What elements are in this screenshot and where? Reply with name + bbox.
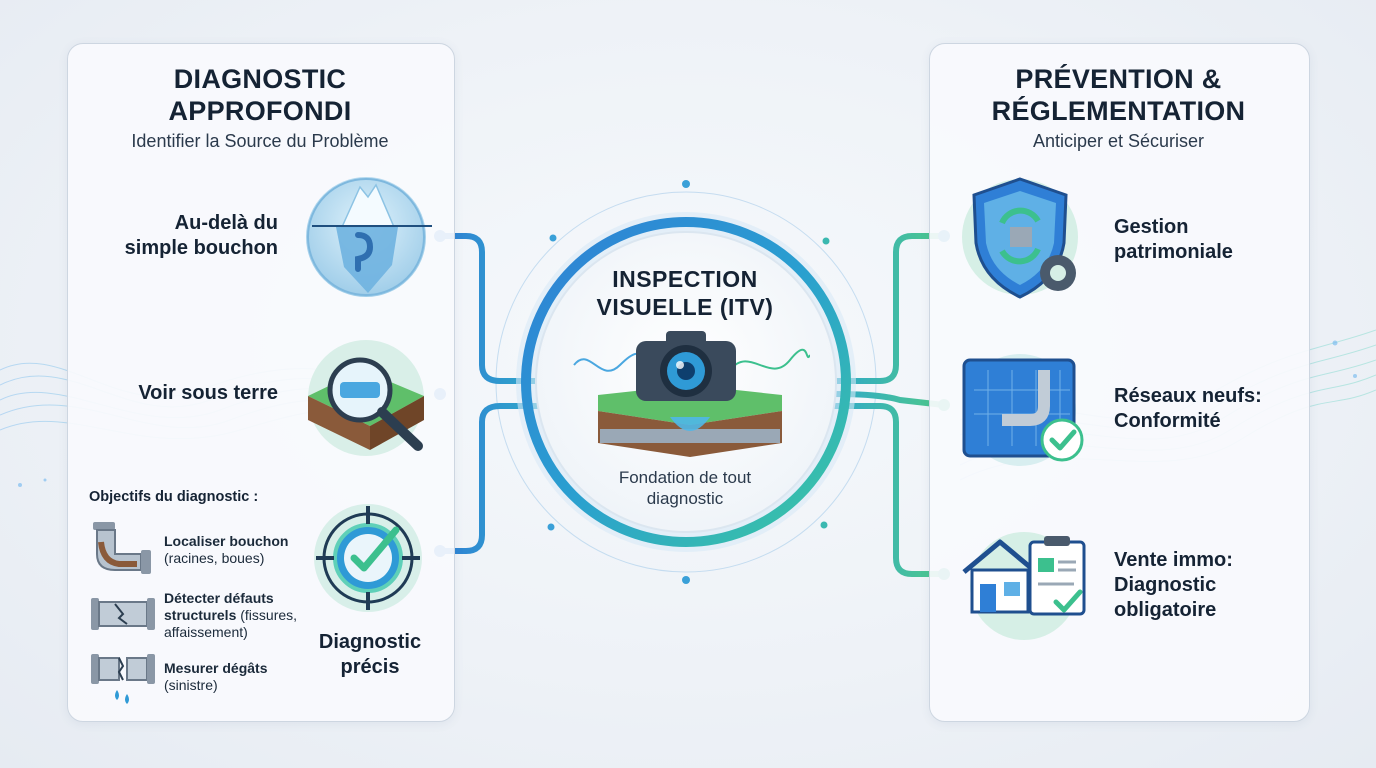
left-item-1-line1: Au-delà du	[174, 212, 278, 234]
blueprint-check-icon	[962, 354, 1084, 466]
right-item-1-line2: patrimoniale	[1114, 241, 1233, 263]
right-panel-title: PRÉVENTION & RÉGLEMENTATION	[929, 63, 1308, 127]
objective-2-rest: (fissures, affaissement)	[164, 607, 298, 640]
leaking-pipe-icon	[91, 654, 155, 704]
center-title-line1: INSPECTION	[612, 266, 758, 292]
right-item-2-line1: Réseaux neufs:	[1114, 385, 1262, 407]
right-item-3-line1: Vente immo:	[1114, 549, 1233, 571]
right-item-3-line3: obligatoire	[1114, 599, 1217, 621]
shield-gear-icon	[962, 177, 1078, 299]
left-title-line1: DIAGNOSTIC	[173, 64, 347, 94]
left-item-1-line2: simple bouchon	[124, 237, 278, 259]
cracked-pipe-icon	[91, 598, 155, 630]
left-panel-subtitle: Identifier la Source du Problème	[131, 131, 389, 151]
right-title-line1: PRÉVENTION &	[1015, 64, 1222, 94]
clogged-pipe-icon	[93, 522, 151, 574]
left-item-label-1: Au-delà du simple bouchon	[105, 211, 278, 261]
objective-1: Localiser bouchon (racines, boues)	[164, 533, 314, 567]
left-item-3-line1: Diagnostic	[318, 631, 422, 653]
center-subtitle-line1: Fondation de tout	[618, 468, 752, 487]
right-item-label-3: Vente immo: Diagnostic obligatoire	[1114, 548, 1284, 623]
right-item-label-1: Gestion patrimoniale	[1114, 215, 1284, 265]
objectives-title: Objectifs du diagnostic :	[89, 489, 259, 505]
left-panel-title: DIAGNOSTIC APPROFONDI	[67, 63, 453, 127]
center-title: INSPECTION VISUELLE (ITV)	[560, 265, 810, 321]
objective-3: Mesurer dégâts (sinistre)	[164, 660, 314, 694]
target-check-icon	[314, 504, 422, 612]
objective-2: Détecter défauts structurels (fissures, …	[164, 590, 334, 641]
objective-3-bold: Mesurer dégâts	[164, 660, 268, 676]
left-item-label-2: Voir sous terre	[138, 382, 278, 404]
objective-1-bold: Localiser bouchon	[164, 533, 289, 549]
magnifier-soil-icon	[308, 340, 424, 456]
camera-pipe-icon	[573, 331, 810, 457]
iceberg-pipe-icon	[306, 177, 432, 297]
right-title-line2: RÉGLEMENTATION	[991, 96, 1246, 126]
right-panel-subtitle: Anticiper et Sécuriser	[1032, 131, 1205, 151]
left-title-line2: APPROFONDI	[168, 96, 352, 126]
left-item-3-line2: précis	[340, 656, 400, 678]
center-title-line2: VISUELLE (ITV)	[596, 294, 774, 320]
right-item-3-line2: Diagnostic	[1114, 574, 1217, 596]
center-subtitle-line2: diagnostic	[646, 489, 724, 508]
objective-1-rest: (racines, boues)	[164, 550, 265, 566]
right-item-2-line2: Conformité	[1114, 410, 1221, 432]
right-item-label-2: Réseaux neufs: Conformité	[1114, 384, 1294, 434]
left-item-label-3: Diagnostic précis	[300, 630, 440, 680]
objective-3-rest: (sinistre)	[164, 677, 218, 693]
right-item-1-line1: Gestion	[1114, 216, 1189, 238]
center-subtitle: Fondation de tout diagnostic	[580, 467, 790, 509]
objective-2-bold: Détecter défauts structurels	[164, 590, 274, 623]
house-clipboard-icon	[962, 532, 1086, 640]
